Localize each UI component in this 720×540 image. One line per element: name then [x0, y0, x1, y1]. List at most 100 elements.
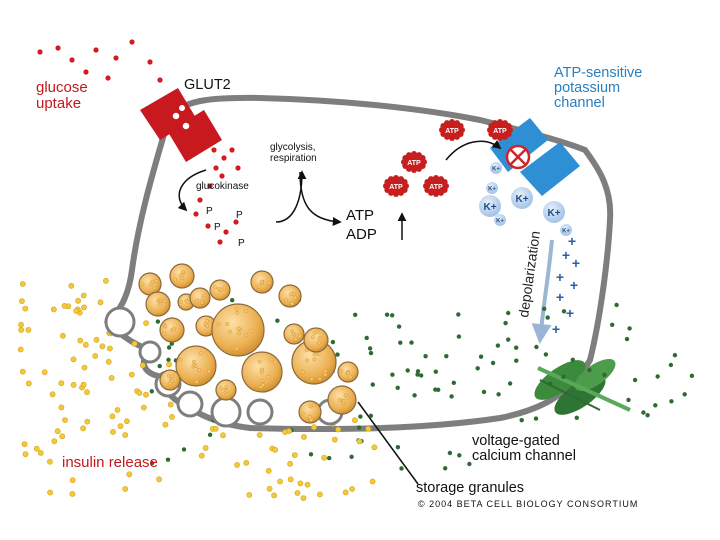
atp-to-channel-arrow — [445, 139, 502, 161]
calcium-dot — [447, 450, 453, 456]
insulin-dot — [202, 445, 209, 451]
insulin-dot — [140, 404, 147, 411]
insulin-crystal — [345, 370, 350, 375]
insulin-dot — [82, 341, 89, 348]
insulin-dot — [18, 321, 24, 328]
calcium-dot — [456, 312, 461, 317]
insulin-dot — [128, 371, 135, 378]
insulin-dot — [335, 426, 342, 433]
atp-label: ATP — [346, 207, 375, 224]
glucose-dot — [69, 57, 75, 63]
calcium-dot — [672, 353, 678, 358]
glucose-dot — [37, 49, 43, 55]
insulin-crystal — [308, 404, 313, 409]
glycolysis-line-1: glycolysis, — [270, 142, 316, 153]
calcium-dot — [433, 369, 438, 374]
insulin-crystal — [203, 321, 208, 326]
insulin-dot — [19, 281, 26, 287]
insulin-dot — [70, 356, 77, 363]
potassium-channel-icon — [490, 118, 580, 196]
calcium-dot — [507, 381, 513, 386]
calcium-dot — [682, 392, 687, 397]
calcium-dot — [357, 425, 362, 430]
insulin-crystal — [219, 386, 224, 391]
storage-granule — [189, 287, 211, 309]
calcium-channel-line-2: calcium channel — [472, 448, 576, 465]
insulin-dot — [17, 346, 24, 353]
storage-granules — [138, 263, 359, 424]
glucose-dot — [129, 39, 135, 45]
insulin-dot — [18, 298, 25, 304]
insulin-dot — [371, 444, 378, 451]
insulin-crystal — [234, 306, 239, 311]
insulin-crystal — [257, 284, 261, 289]
calcium-dot — [395, 385, 400, 390]
calcium-dot — [436, 387, 441, 392]
phosphate-label: P — [214, 222, 221, 233]
insulin-crystal — [257, 359, 262, 364]
k-ion-label: K+ — [515, 194, 528, 205]
insulin-crystal — [315, 329, 320, 334]
glucose-dot — [83, 69, 89, 75]
calcium-dot — [655, 374, 660, 379]
insulin-dot — [97, 299, 104, 306]
insulin-crystal — [273, 359, 278, 364]
calcium-dot — [390, 372, 395, 377]
calcium-dot — [451, 380, 456, 385]
insulin-dot — [331, 436, 338, 443]
insulin-dot — [69, 490, 76, 497]
calcium-dot — [335, 352, 340, 357]
insulin-dot — [266, 485, 273, 492]
k-ion — [560, 224, 572, 236]
glucose-dot — [157, 77, 163, 83]
calcium-channel-icon — [534, 358, 631, 415]
calcium-dot — [490, 360, 496, 366]
k-ion — [494, 214, 506, 226]
insulin-dot — [47, 489, 53, 496]
atp-molecule-label: ATP — [445, 128, 459, 135]
calcium-dot — [368, 413, 374, 418]
insulin-dot — [124, 418, 130, 425]
calcium-dot — [207, 432, 213, 437]
calcium-dot — [602, 372, 607, 377]
calcium-dot — [542, 306, 547, 311]
insulin-crystal — [225, 322, 230, 326]
insulin-dot — [84, 389, 90, 396]
insulin-crystal — [305, 358, 310, 363]
glucose-dot — [105, 75, 111, 81]
insulin-dot — [304, 481, 311, 488]
insulin-crystal — [195, 299, 200, 303]
glucose-dots — [37, 39, 241, 245]
insulin-crystal — [192, 359, 196, 364]
calcium-dot — [496, 392, 501, 397]
insulin-dot — [105, 358, 112, 365]
insulin-dot — [80, 292, 87, 299]
insulin-dot — [122, 486, 129, 492]
glucose-dot — [193, 211, 199, 217]
insulin-crystal — [289, 292, 293, 297]
calcium-dot — [614, 302, 619, 308]
insulin-dot — [287, 460, 293, 467]
atp-channel-line-1: ATP-sensitive — [554, 65, 643, 81]
insulin-dot — [108, 374, 115, 381]
insulin-crystal — [163, 299, 167, 303]
calcium-dot — [443, 466, 448, 471]
atp-molecule-label: ATP — [493, 128, 507, 135]
glucose-dot — [147, 59, 153, 65]
calcium-dot — [395, 445, 401, 450]
storage-granules-label: storage granules — [416, 480, 525, 496]
insulin-crystal — [199, 300, 204, 305]
calcium-dot — [165, 457, 171, 462]
calcium-dot — [533, 416, 539, 421]
insulin-dot — [33, 445, 40, 452]
calcium-dot — [449, 394, 454, 399]
insulin-dot — [61, 302, 68, 309]
insulin-dot — [139, 362, 146, 369]
calcium-dot — [627, 326, 632, 331]
glut2-transporter-icon — [140, 88, 222, 162]
insulin-dot — [234, 461, 240, 468]
atp-molecule: ATP — [423, 175, 449, 197]
calcium-dot — [399, 466, 404, 471]
insulin-dot — [122, 432, 129, 438]
calcium-dot — [624, 336, 630, 342]
